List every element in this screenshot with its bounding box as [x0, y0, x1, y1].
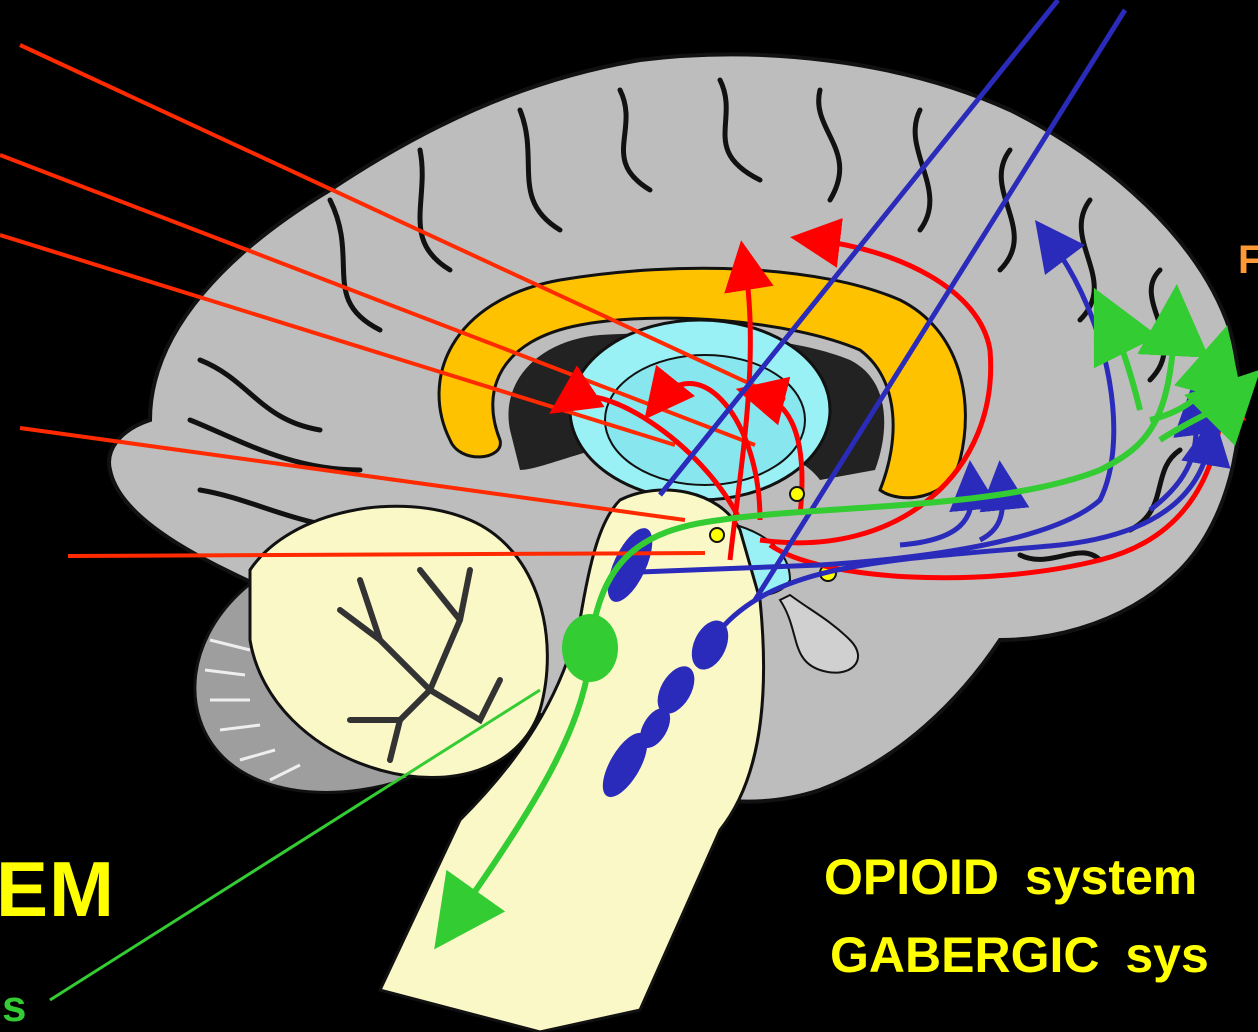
yellow-nucleus-2 — [790, 487, 804, 501]
label-opioid-system: OPIOID system — [824, 852, 1197, 902]
yellow-nucleus-1 — [710, 528, 724, 542]
label-em: EM — [0, 850, 115, 928]
label-f: F — [1238, 240, 1258, 280]
label-s: s — [2, 985, 26, 1029]
label-gabergic-system: GABERGIC sys — [830, 930, 1209, 980]
thalamus-inner — [605, 355, 805, 485]
